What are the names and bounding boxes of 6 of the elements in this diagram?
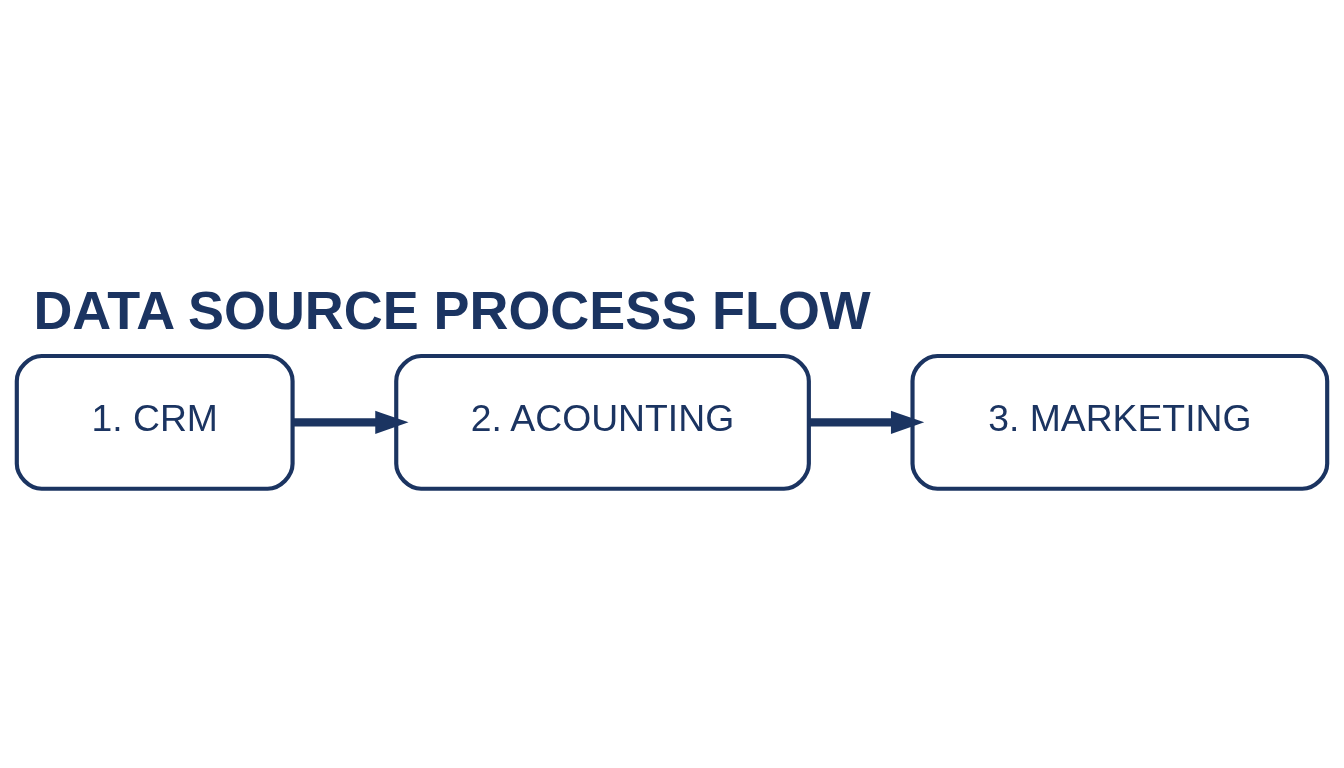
node-box: 3. MARKETING — [910, 353, 1330, 491]
arrow — [292, 410, 409, 434]
arrow — [808, 410, 925, 434]
node-box: 2. ACOUNTING — [394, 353, 811, 491]
diagram-title: DATA SOURCE PROCESS FLOW — [33, 279, 871, 340]
node-box: 1. CRM — [14, 353, 295, 491]
